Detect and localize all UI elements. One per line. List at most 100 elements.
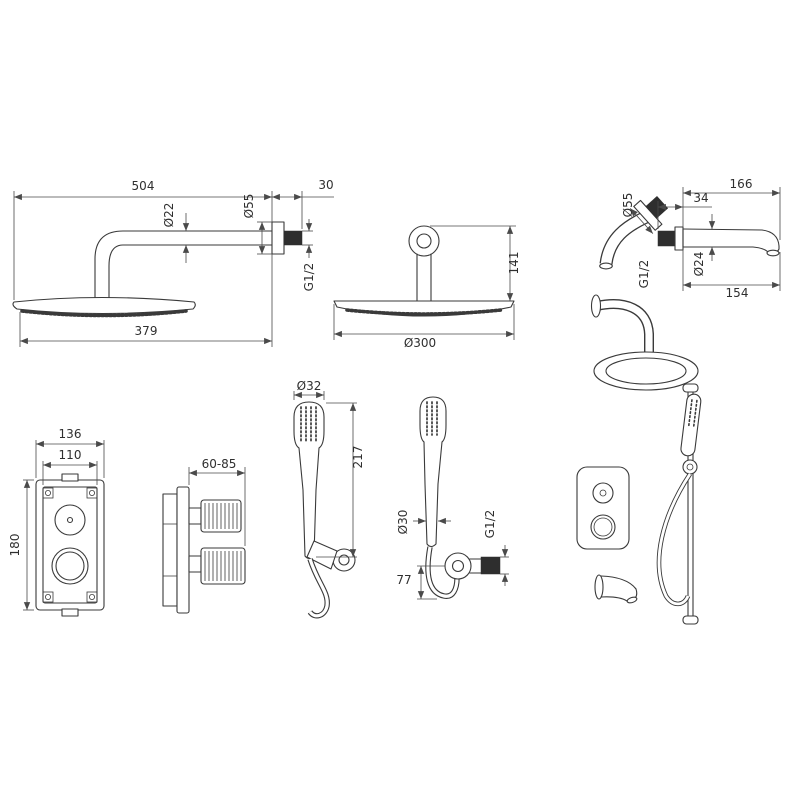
arm-side-dimensions	[13, 191, 334, 347]
dim-head-diameter: Ø300	[404, 336, 436, 350]
assembled-arm-core	[596, 300, 653, 352]
assembled-knob-lower-inner	[593, 517, 613, 537]
outlet-thread	[480, 556, 501, 575]
outlet-dimensions	[413, 517, 509, 600]
assembled-head-disc-inner	[605, 357, 687, 385]
dim-outlet-thread: G1/2	[483, 510, 497, 539]
rail-bottom-cap	[682, 615, 699, 625]
holder-cone	[306, 540, 338, 570]
handset-outline	[293, 401, 325, 560]
rail-holder-inner	[686, 463, 694, 471]
curved-arm-flange-group	[629, 195, 669, 234]
handset-hose-core	[308, 558, 329, 618]
valve-top-tab	[61, 473, 79, 482]
valve-knob-lower	[51, 547, 89, 585]
assembled-spout-bottom	[600, 596, 628, 602]
lower-handle-stem	[188, 555, 202, 573]
nozzle-band-front	[345, 308, 503, 316]
dim-spout-diameter: Ø24	[692, 252, 706, 277]
valve-knob-upper	[54, 504, 86, 536]
outlet-hose-core	[426, 546, 459, 598]
arm-tube-outer	[94, 230, 273, 301]
valve-inner-plate	[42, 486, 98, 604]
dim-flange-diameter: Ø55	[242, 194, 256, 219]
assembled-spout-top	[600, 575, 637, 590]
spout-bottom-edge	[682, 246, 769, 253]
dim-valve-depth-range: 60-85	[202, 457, 237, 471]
nozzle-band	[20, 309, 188, 318]
assembled-spout-flange	[594, 574, 604, 600]
spout-outlet-opening	[766, 249, 780, 257]
view-outlet: Ø30 G1/2 77	[396, 396, 509, 600]
spout-top-edge	[682, 228, 780, 250]
assembled-knob-upper-dot	[599, 489, 607, 497]
assembled-knob-upper	[592, 482, 614, 504]
dim-curved-flange-dia: Ø55	[621, 193, 635, 218]
head-front-dimensions	[333, 225, 516, 340]
arm-tube-inner	[108, 244, 273, 301]
valve-body-block	[162, 493, 178, 607]
upper-handle-stem	[188, 507, 202, 525]
outlet-flange-inner	[451, 559, 465, 573]
spout-dimensions	[657, 187, 781, 291]
dim-curved-thread: G1/2	[637, 260, 651, 289]
view-handset: Ø32 217	[293, 379, 365, 619]
curved-tube-core	[600, 212, 649, 265]
view-valve-front: 136 110 180	[8, 427, 105, 617]
valve-side-plate	[176, 486, 190, 614]
assembled-handset	[680, 393, 702, 457]
dim-thread-size: G1/2	[302, 263, 316, 292]
escutcheon-inner	[416, 233, 432, 249]
assembled-arm-flange	[590, 294, 602, 318]
handset-dimensions	[293, 391, 357, 558]
assembled-hose	[656, 472, 692, 607]
lower-handle-knob	[200, 547, 246, 585]
escutcheon-circle	[408, 225, 440, 257]
outlet-handset-spray-face	[426, 401, 438, 436]
holder-flange-inner	[338, 554, 350, 566]
dim-spout-projection: 154	[726, 286, 749, 300]
view-head-front: 141 Ø300	[333, 225, 521, 350]
view-arm-side: 504 30 Ø22 Ø55 G1/2 379	[12, 178, 334, 347]
assembled-handset-group	[680, 393, 702, 457]
assembled-knob-lower	[590, 514, 616, 540]
assembled-hose-core	[657, 473, 692, 606]
view-arm-curved: Ø55 G1/2	[599, 193, 669, 289]
view-spout-side: 34 166 Ø24 154	[657, 177, 781, 300]
valve-outer-plate	[35, 479, 105, 611]
view-valve-side: 60-85	[162, 457, 246, 614]
assembled-valve-plate	[576, 466, 630, 550]
dim-valve-inner-width: 110	[59, 448, 82, 462]
valve-corner-screws	[42, 487, 98, 603]
lower-knob-knurl	[204, 551, 242, 581]
outlet-handset-outline	[419, 396, 447, 548]
dim-wall-offset: 30	[318, 178, 333, 192]
dim-arm-diameter: Ø22	[162, 203, 176, 228]
valve-knob-lower-inner	[55, 551, 85, 581]
outlet-flange	[444, 552, 472, 580]
shower-head-slab	[12, 296, 196, 315]
dim-valve-height: 180	[8, 534, 22, 557]
spout-flange	[674, 226, 684, 251]
view-assembled	[576, 294, 702, 625]
wall-flange	[271, 221, 285, 255]
outlet-pipe	[469, 558, 482, 574]
assembled-spout-opening	[626, 596, 638, 604]
dim-drop-height: 141	[507, 252, 521, 275]
dim-outlet-offset: 77	[396, 573, 411, 587]
assembled-handset-face	[687, 399, 698, 430]
dim-outlet-handle-dia: Ø30	[396, 510, 410, 535]
dim-projection: 379	[135, 324, 158, 338]
dim-total-length: 504	[132, 179, 155, 193]
valve-bottom-tab	[61, 608, 79, 617]
spout-thread	[657, 230, 676, 247]
dim-handset-diameter: Ø32	[297, 379, 322, 393]
rail-holder	[682, 459, 698, 475]
dim-handset-length: 217	[351, 446, 365, 469]
dim-valve-outer-width: 136	[59, 427, 82, 441]
rail-top-cap	[682, 383, 699, 393]
upper-knob-knurl	[204, 503, 238, 529]
valve-side-dimensions	[188, 467, 246, 546]
